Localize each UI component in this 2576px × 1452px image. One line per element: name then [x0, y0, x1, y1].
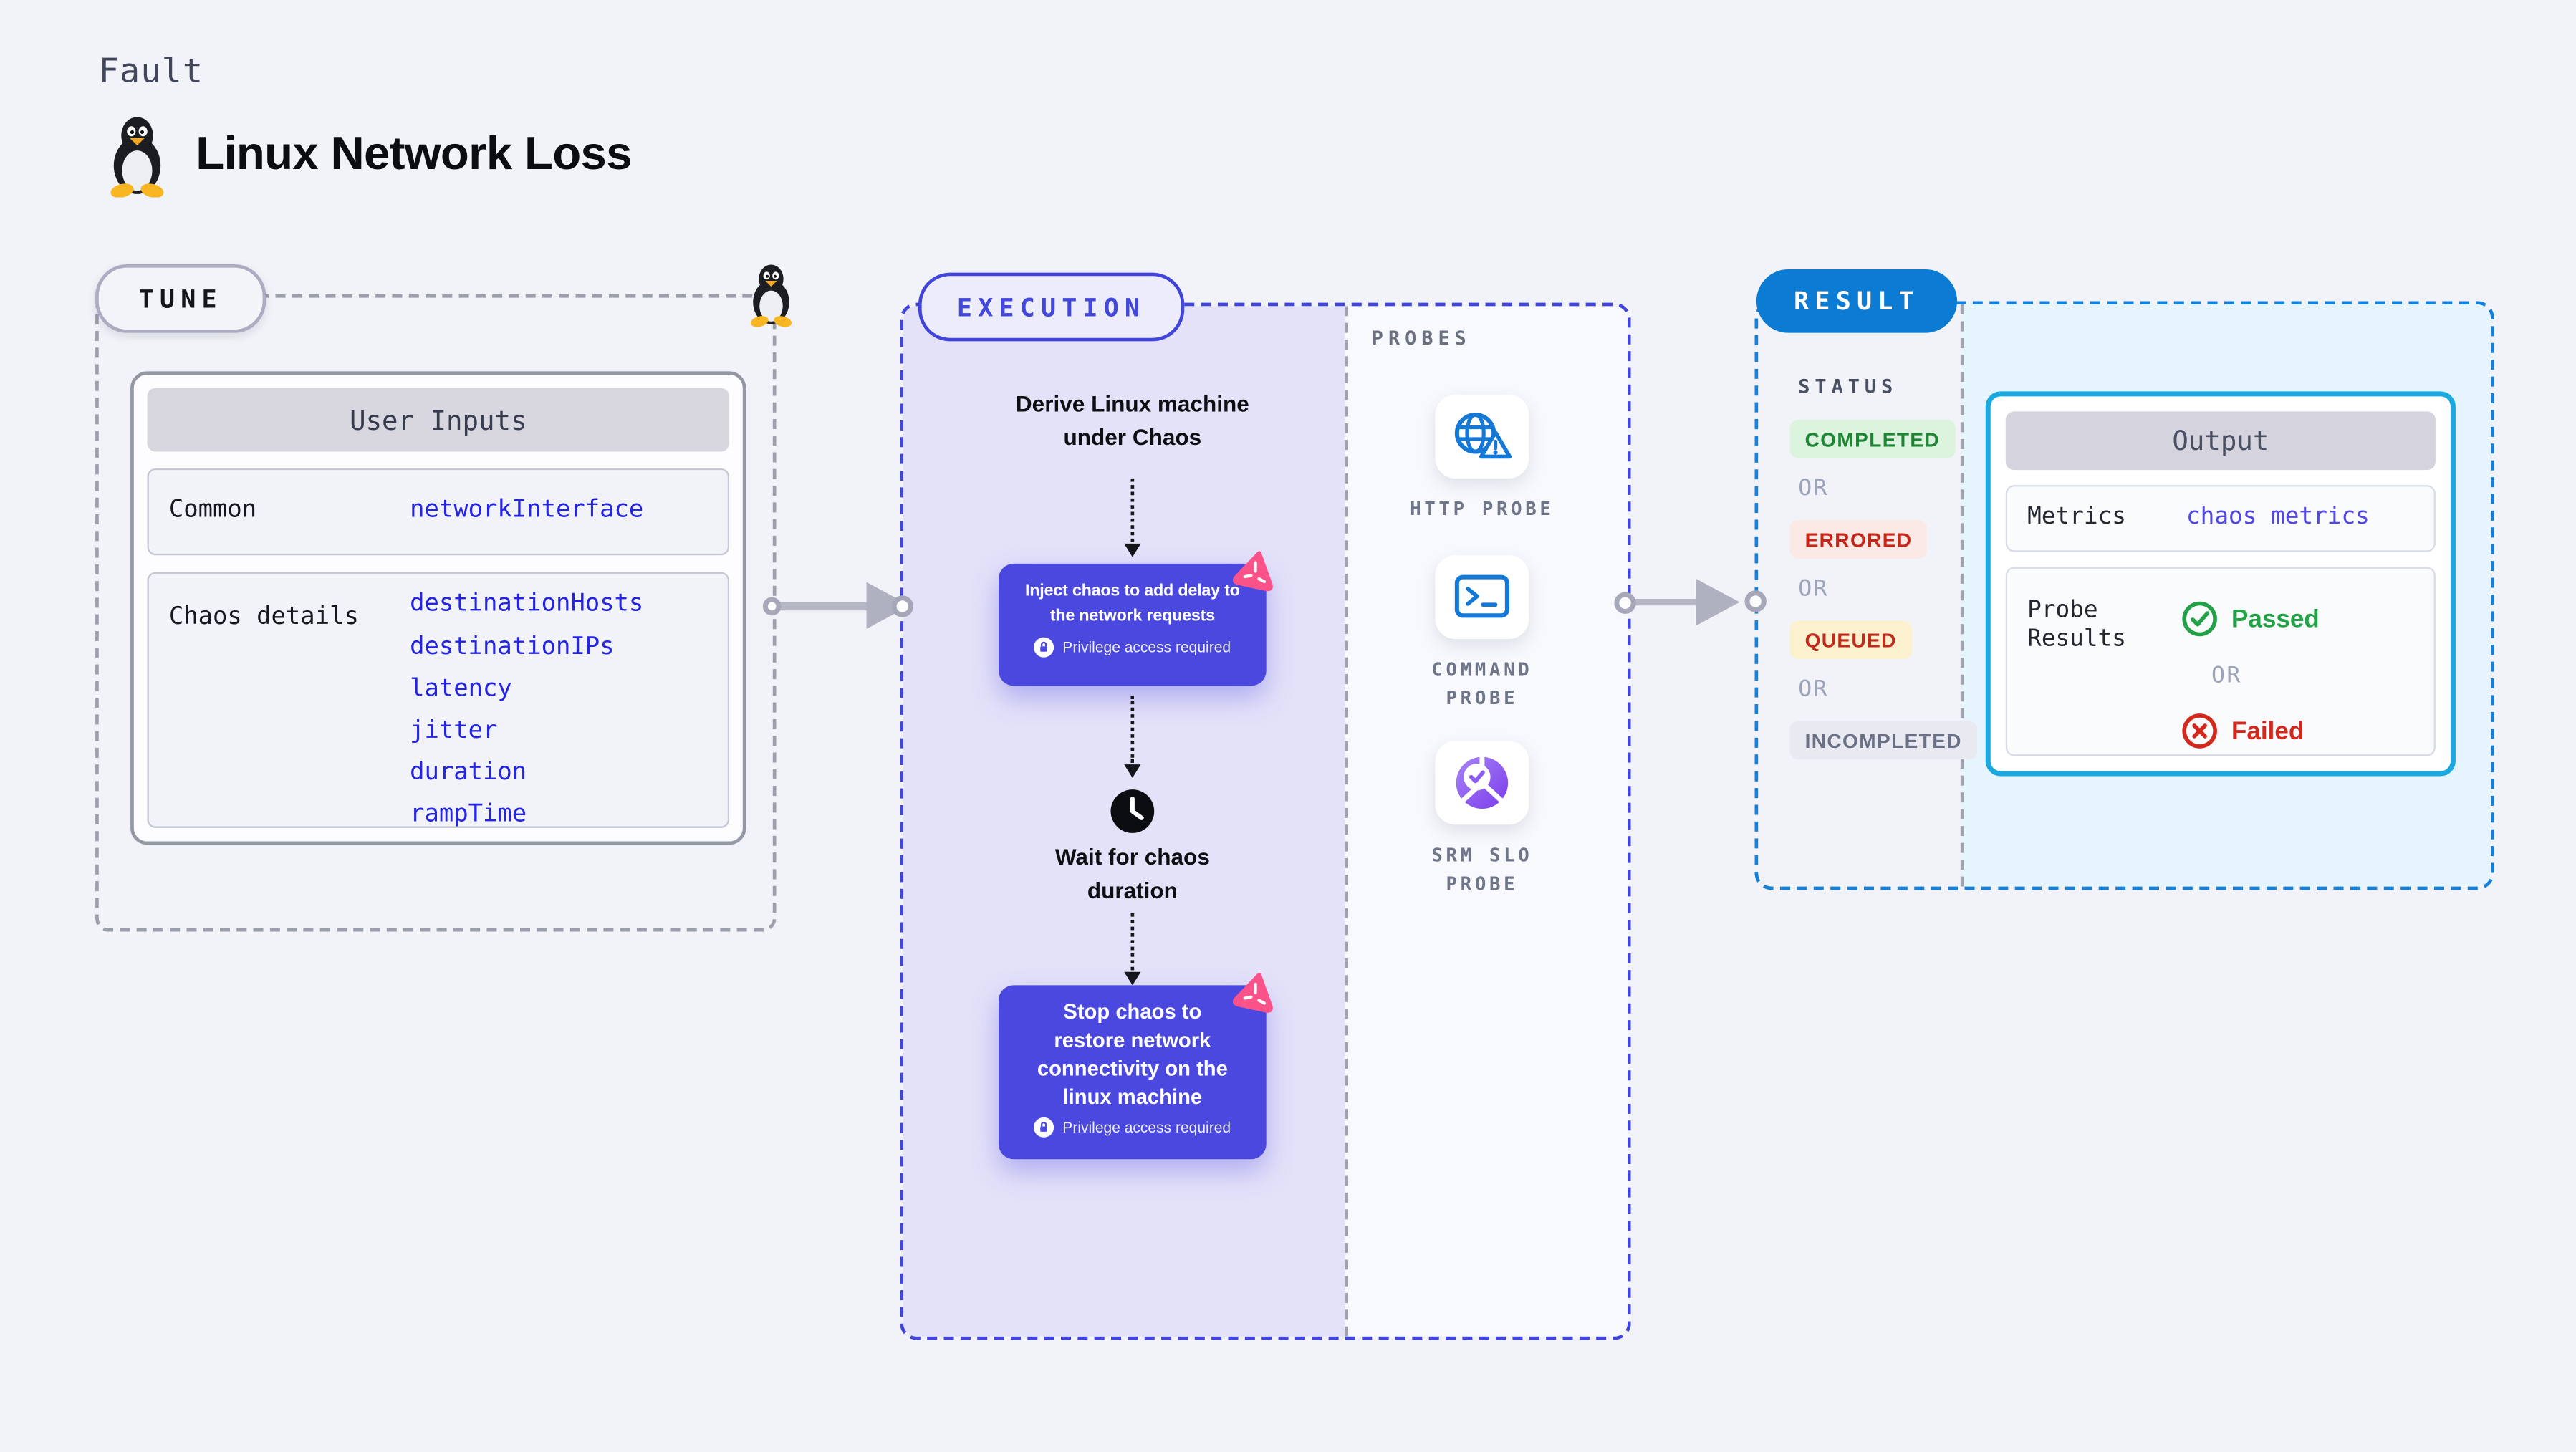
http-probe-label: HTTP PROBE	[1410, 498, 1554, 521]
metrics-value: chaos metrics	[2186, 503, 2370, 531]
flow-arrow	[1130, 478, 1135, 542]
status-badge-queued: QUEUED	[1789, 620, 1912, 660]
failed-indicator: Failed	[2181, 713, 2304, 749]
output-card: Output Metrics chaos metrics Probe Resul…	[1985, 391, 2456, 777]
inject-chaos-step-card: Inject chaos to add delay to the network…	[999, 563, 1267, 686]
or-separator: OR	[1798, 575, 1829, 602]
tux-penguin-icon	[110, 117, 164, 198]
chaos-litmus-icon	[1232, 972, 1273, 1013]
privilege-note: Privilege access required	[1009, 637, 1256, 658]
connector-port	[761, 596, 781, 615]
row-label: Common	[168, 496, 257, 524]
x-circle-icon	[2182, 713, 2217, 749]
user-inputs-header: User Inputs	[147, 388, 730, 452]
clock-icon	[1110, 789, 1155, 833]
slo-donut-icon	[1456, 754, 1509, 809]
inject-step-label: Inject chaos to add delay to the network…	[1025, 582, 1240, 626]
probes-heading: PROBES	[1371, 326, 1471, 350]
failed-label: Failed	[2231, 716, 2305, 746]
connector-line	[774, 602, 870, 610]
user-inputs-table: User Inputs Common networkInterface Chao…	[130, 371, 746, 845]
metrics-label: Metrics	[2027, 503, 2126, 531]
table-row-common: Common networkInterface	[147, 468, 730, 556]
param-value: networkInterface	[410, 496, 644, 524]
srm-slo-probe-label: SRM SLO PROBE	[1431, 845, 1533, 895]
connector-arrowhead-icon	[1696, 577, 1740, 625]
http-probe-card	[1435, 395, 1529, 479]
flow-arrowhead-icon	[1124, 971, 1141, 986]
privilege-note-label: Privilege access required	[1062, 639, 1231, 656]
fault-kicker: Fault	[98, 50, 204, 91]
flow-arrow	[1130, 913, 1135, 971]
page-title: Linux Network Loss	[196, 127, 632, 179]
status-badge-incompleted: INCOMPLETED	[1789, 721, 1977, 760]
connector-port	[1613, 591, 1635, 613]
connector-port	[1744, 590, 1766, 612]
passed-indicator: Passed	[2181, 600, 2320, 637]
command-probe-label: COMMAND PROBE	[1431, 659, 1533, 708]
param-value: destinationIPs	[410, 634, 615, 661]
connector-port	[890, 595, 913, 617]
table-row-chaos-details: Chaos details destinationHosts destinati…	[147, 572, 730, 828]
stop-step-label: Stop chaos to restore network connectivi…	[1037, 1000, 1228, 1110]
or-separator: OR	[1798, 675, 1829, 703]
execution-badge: EXECUTION	[918, 272, 1185, 342]
srm-slo-probe-card	[1435, 741, 1529, 825]
flow-arrowhead-icon	[1124, 764, 1141, 778]
wait-step-label: Wait for chaos duration	[1054, 845, 1210, 903]
tux-penguin-small-icon	[750, 264, 792, 327]
command-probe-card	[1435, 555, 1529, 640]
tune-badge: TUNE	[95, 264, 266, 333]
privilege-note-label: Privilege access required	[1062, 1119, 1231, 1136]
param-value: jitter	[410, 717, 498, 745]
param-value: destinationHosts	[410, 590, 644, 617]
status-badge-completed: COMPLETED	[1789, 420, 1956, 458]
terminal-icon	[1454, 574, 1509, 618]
status-badge-errored: ERRORED	[1789, 520, 1928, 559]
chaos-litmus-icon	[1232, 551, 1273, 592]
probe-results-row: Probe Results Passed OR Failed	[2005, 567, 2436, 756]
globe-warning-icon	[1454, 413, 1512, 459]
param-value: duration	[410, 759, 527, 787]
flow-arrowhead-icon	[1124, 543, 1141, 557]
param-value: rampTime	[410, 801, 527, 828]
lock-icon	[1034, 637, 1054, 658]
result-badge: RESULT	[1756, 269, 1958, 333]
probe-results-label: Probe Results	[2027, 597, 2126, 653]
stop-chaos-step-card: Stop chaos to restore network connectivi…	[999, 985, 1267, 1160]
status-heading: STATUS	[1798, 375, 1898, 398]
row-label: Chaos details	[168, 603, 359, 631]
or-separator: OR	[1798, 475, 1829, 502]
derive-step-label: Derive Linux machine under Chaos	[1015, 391, 1249, 450]
flow-arrow	[1130, 696, 1135, 763]
param-value: latency	[410, 675, 512, 703]
check-circle-icon	[2182, 601, 2217, 637]
lock-icon	[1034, 1117, 1054, 1138]
connector-line	[1633, 597, 1700, 606]
privilege-note: Privilege access required	[1009, 1117, 1256, 1138]
or-separator: OR	[2211, 662, 2242, 690]
output-header: Output	[2005, 411, 2436, 471]
passed-label: Passed	[2231, 605, 2320, 633]
metrics-row: Metrics chaos metrics	[2005, 485, 2436, 552]
